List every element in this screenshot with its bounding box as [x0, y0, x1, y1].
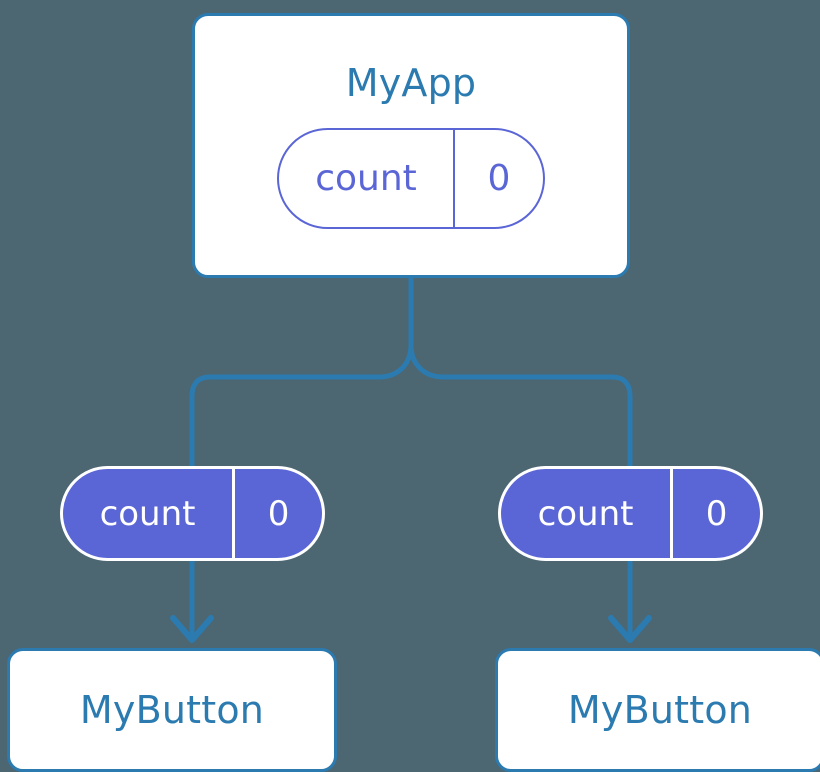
prop-pill-count-left[interactable]: count 0	[60, 466, 325, 561]
state-pill-key: count	[315, 157, 417, 199]
component-label-mybutton: MyButton	[567, 688, 753, 732]
prop-pill-value: 0	[232, 469, 322, 558]
arrow-to-left-mybutton	[170, 559, 214, 643]
component-label-mybutton: MyButton	[79, 688, 265, 732]
myapp-to-children-branch	[189, 275, 633, 471]
state-pill-value: 0	[453, 130, 543, 227]
prop-pill-key: count	[99, 493, 196, 534]
component-box-myapp[interactable]: MyApp	[192, 13, 630, 278]
prop-pill-count-right[interactable]: count 0	[498, 466, 763, 561]
component-label-myapp: MyApp	[345, 61, 477, 105]
prop-pill-value: 0	[670, 469, 760, 558]
arrow-to-right-mybutton	[608, 559, 652, 643]
component-box-mybutton-left[interactable]: MyButton	[7, 648, 337, 772]
state-pill-count[interactable]: count 0	[277, 128, 545, 229]
prop-pill-key: count	[537, 493, 634, 534]
component-box-mybutton-right[interactable]: MyButton	[495, 648, 820, 772]
